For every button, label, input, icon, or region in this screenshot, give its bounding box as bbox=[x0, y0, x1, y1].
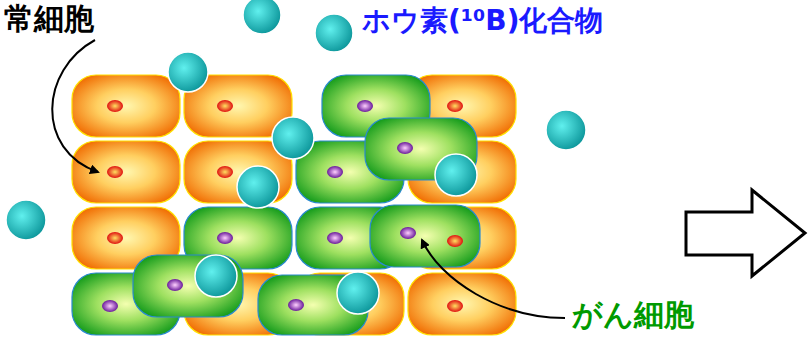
leader-line bbox=[52, 40, 98, 172]
process-arrow bbox=[686, 190, 805, 276]
cell-label: がん細胞 bbox=[572, 298, 694, 333]
leader-line bbox=[422, 240, 565, 318]
compound-label: ホウ素(¹⁰B)化合物 bbox=[362, 5, 603, 37]
cell-label: 常細胞 bbox=[4, 2, 94, 37]
